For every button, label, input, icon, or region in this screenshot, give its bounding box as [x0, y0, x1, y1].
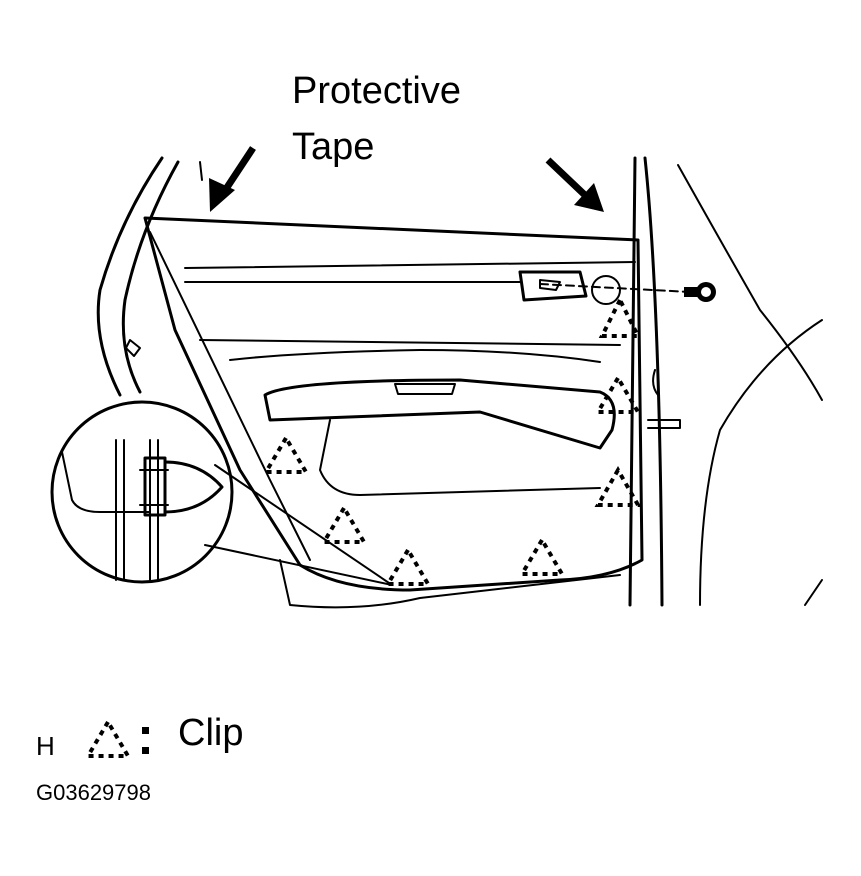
clip-markers [262, 295, 642, 586]
figure-code: G03629798 [36, 780, 151, 805]
clip-marker [384, 546, 432, 586]
bolt-icon [539, 282, 716, 302]
legend-clip-label: Clip [178, 712, 244, 754]
door-trim-panel [143, 216, 681, 609]
legend-letter: H [36, 731, 55, 761]
clip-marker [594, 465, 642, 507]
door-frame [96, 156, 823, 607]
title-protective: Protective [292, 70, 461, 112]
title-tape: Tape [292, 126, 375, 168]
clip-marker [598, 295, 642, 338]
clip-marker [320, 504, 368, 544]
arrow-icon-right [545, 157, 604, 212]
clip-marker [518, 536, 566, 576]
dashed-triangle-icon [84, 718, 149, 758]
clip-marker [262, 434, 310, 474]
arrow-icon-left [209, 146, 256, 212]
clip-detail-callout [50, 400, 393, 586]
